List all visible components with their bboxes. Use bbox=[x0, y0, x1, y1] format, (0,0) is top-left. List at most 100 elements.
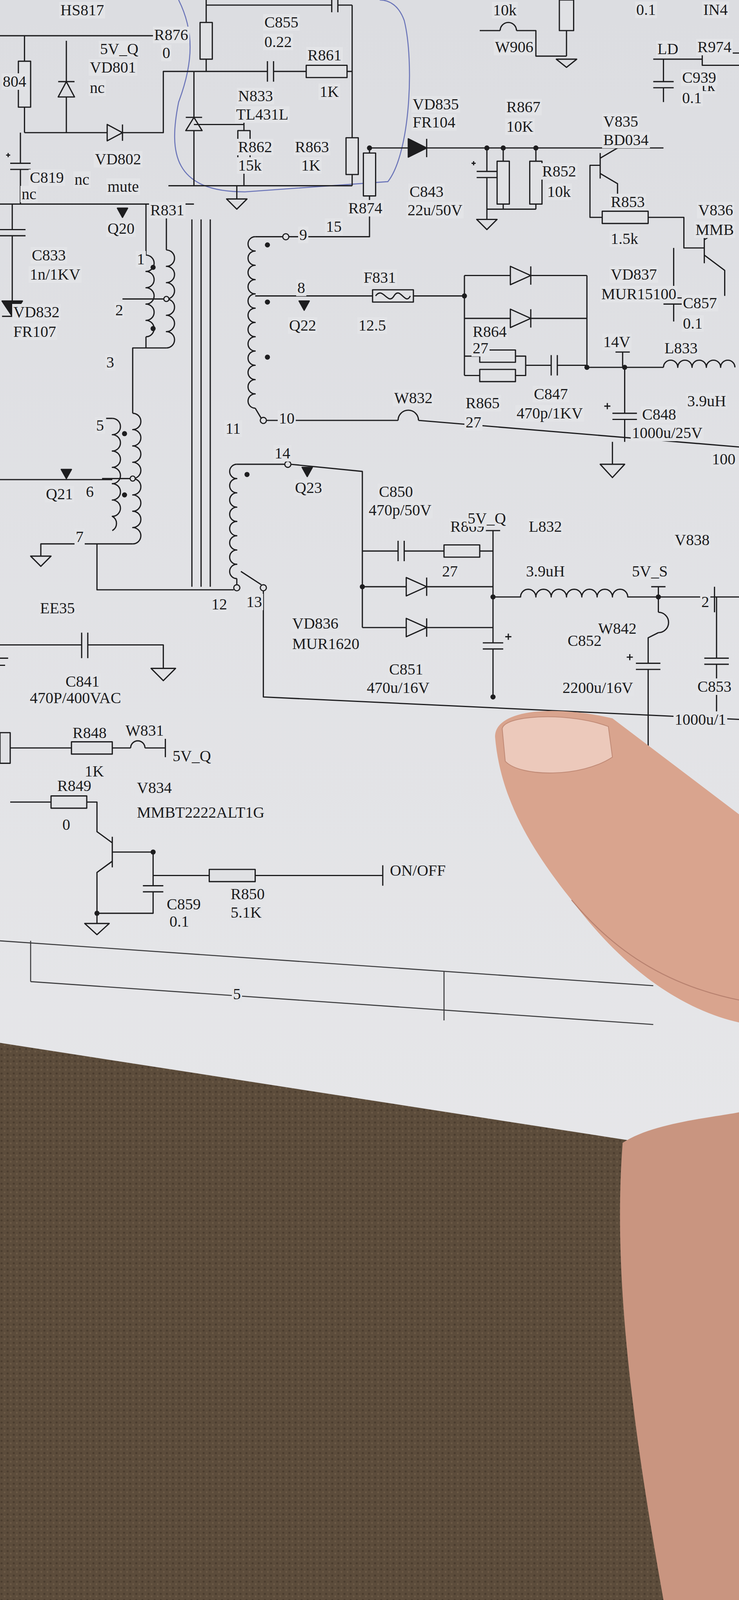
schematic-label: 5V_Q bbox=[98, 40, 140, 58]
schematic-label: 5 bbox=[94, 417, 106, 434]
schematic-label: W842 bbox=[597, 620, 638, 638]
schematic-label: R831 bbox=[149, 202, 186, 219]
schematic-label: 0.1 bbox=[680, 89, 703, 107]
schematic-label: C843 bbox=[408, 183, 445, 201]
schematic-label: 10k bbox=[546, 183, 572, 201]
schematic-label: 5.1K bbox=[229, 904, 263, 922]
schematic-label: L833 bbox=[663, 340, 699, 357]
schematic-label: TL431L bbox=[234, 106, 290, 123]
schematic-label: 0 bbox=[61, 816, 72, 834]
schematic-label: 5V_Q bbox=[171, 748, 213, 765]
schematic-label: 2 bbox=[114, 302, 125, 319]
schematic-label: 5V_Q bbox=[466, 510, 508, 527]
schematic-label: 0.1 bbox=[635, 1, 658, 19]
schematic-label: 3.9uH bbox=[524, 563, 567, 580]
schematic-label: V835 bbox=[602, 113, 640, 130]
schematic-label: 3.9uH bbox=[686, 393, 728, 410]
schematic-label: FR104 bbox=[411, 114, 457, 131]
schematic-label: 470p/1KV bbox=[515, 405, 585, 422]
schematic-label: Q22 bbox=[287, 317, 318, 334]
schematic-label: 5 bbox=[231, 986, 243, 1003]
schematic-label: Q21 bbox=[44, 485, 75, 503]
schematic-label: mute bbox=[106, 178, 141, 195]
schematic-label: MUR15100 bbox=[600, 285, 678, 303]
schematic-label: R852 bbox=[540, 163, 578, 180]
schematic-label: W832 bbox=[393, 389, 434, 407]
schematic-label: 9 bbox=[298, 226, 309, 244]
schematic-label: V834 bbox=[135, 779, 173, 797]
schematic-label: 27 bbox=[464, 414, 483, 431]
schematic-label: C833 bbox=[30, 247, 68, 264]
schematic-label: C853 bbox=[696, 678, 733, 696]
schematic-label: R864 bbox=[471, 323, 508, 341]
schematic-label: C857 bbox=[681, 294, 719, 312]
schematic-label: nc bbox=[88, 79, 106, 97]
schematic-label: 5V_S bbox=[630, 563, 669, 580]
schematic-label: 7 bbox=[74, 528, 85, 546]
schematic-label: Q20 bbox=[106, 220, 136, 237]
schematic-label: 2200u/16V bbox=[561, 679, 635, 697]
schematic-label: MMB bbox=[694, 221, 736, 239]
schematic-label: V838 bbox=[673, 531, 711, 549]
schematic-label: R867 bbox=[505, 98, 542, 116]
schematic-label: R850 bbox=[229, 886, 266, 903]
schematic-label: R862 bbox=[236, 138, 274, 156]
schematic-label: 13 bbox=[245, 593, 264, 611]
schematic-label: 12 bbox=[210, 596, 229, 613]
schematic-label: MUR1620 bbox=[291, 635, 361, 653]
schematic-label: 10K bbox=[505, 118, 535, 135]
schematic-label: VD837 bbox=[609, 266, 659, 283]
schematic-label: R863 bbox=[293, 138, 331, 156]
schematic-label: C850 bbox=[377, 483, 415, 501]
schematic-label: 804 bbox=[1, 73, 28, 90]
schematic-label: W831 bbox=[124, 722, 166, 739]
schematic-label: F831 bbox=[362, 269, 397, 286]
schematic-label: 22u/50V bbox=[406, 202, 464, 219]
schematic-label: 1 bbox=[135, 251, 146, 268]
schematic-label: VD836 bbox=[291, 615, 340, 632]
schematic-label: 1K bbox=[83, 763, 106, 780]
schematic-label: 1K bbox=[318, 83, 341, 101]
schematic-label: 14 bbox=[273, 445, 292, 462]
schematic-label: 0 bbox=[161, 44, 172, 62]
schematic-label: 1n/1KV bbox=[28, 266, 82, 283]
schematic-label: LD bbox=[656, 40, 680, 58]
schematic-label: 14V bbox=[602, 333, 632, 351]
schematic-label: V836 bbox=[697, 202, 735, 219]
schematic-label: R848 bbox=[71, 724, 108, 742]
schematic-label: 470u/16V bbox=[365, 679, 431, 697]
schematic-label: 3 bbox=[105, 354, 116, 371]
schematic-label: L832 bbox=[527, 518, 563, 536]
schematic-label: C848 bbox=[640, 406, 678, 423]
schematic-label: C859 bbox=[165, 896, 203, 913]
schematic-label: C851 bbox=[387, 661, 425, 678]
schematic-label: IN4 bbox=[702, 1, 729, 19]
schematic-label: N833 bbox=[236, 87, 275, 105]
schematic-label: R874 bbox=[347, 200, 384, 217]
schematic-label: EE35 bbox=[38, 600, 77, 617]
schematic-label: 1000u/1 bbox=[673, 711, 728, 729]
schematic-label: HS817 bbox=[59, 1, 106, 19]
schematic-label: 8 bbox=[296, 279, 307, 297]
schematic-label: C852 bbox=[566, 632, 603, 650]
schematic-label: 6 bbox=[84, 483, 95, 501]
schematic-label: nc bbox=[20, 185, 38, 203]
schematic-label: R849 bbox=[56, 777, 93, 795]
schematic-label: FR107 bbox=[12, 323, 58, 341]
schematic-label: ON/OFF bbox=[388, 862, 447, 880]
schematic-label: 11 bbox=[224, 420, 243, 437]
schematic-label: 0.1 bbox=[681, 315, 704, 332]
schematic-label: 27 bbox=[471, 340, 490, 357]
schematic-label: 1K bbox=[300, 157, 322, 174]
schematic-label: C819 bbox=[28, 169, 66, 186]
schematic-label: R876 bbox=[152, 26, 190, 44]
schematic-label: VD801 bbox=[88, 59, 138, 76]
schematic-label: 15k bbox=[236, 157, 263, 174]
schematic-label: BD034 bbox=[602, 131, 650, 149]
schematic-label: nc bbox=[73, 171, 91, 188]
schematic-label: 470p/50V bbox=[367, 502, 433, 519]
schematic-label: 1000u/25V bbox=[630, 424, 704, 442]
schematic-label: C939 bbox=[680, 69, 718, 86]
